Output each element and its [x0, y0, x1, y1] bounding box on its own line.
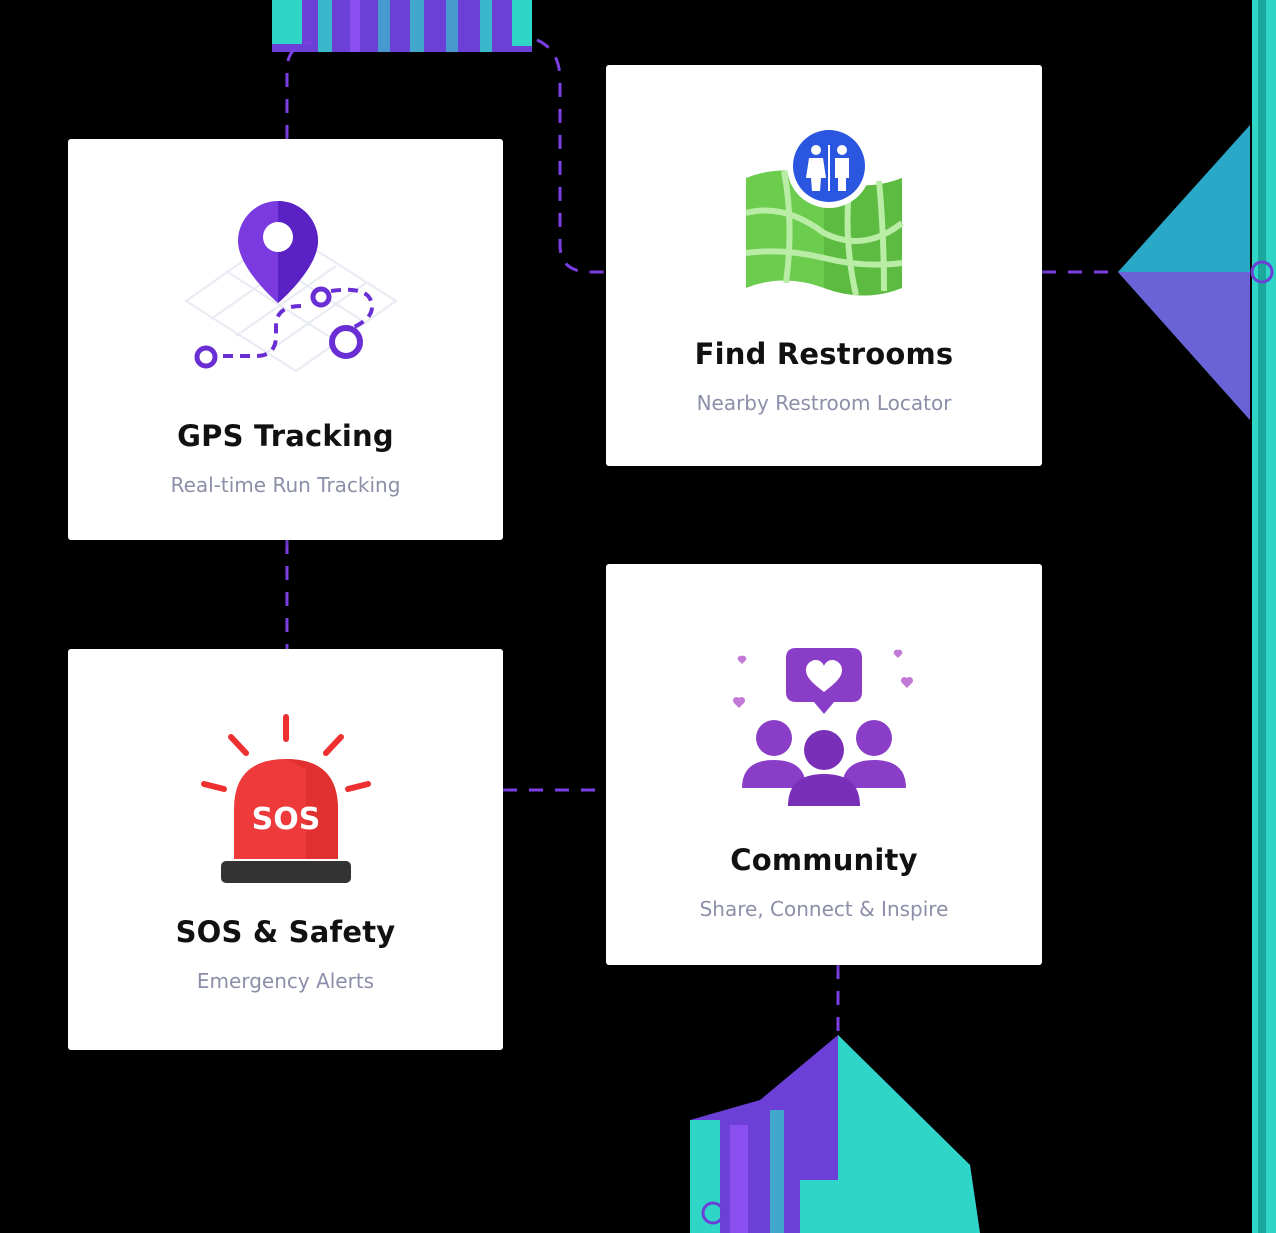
- card-subtitle: Emergency Alerts: [196, 969, 375, 993]
- dashed-connectors: [285, 38, 1118, 1035]
- feature-card-restrooms[interactable]: Find Restrooms Nearby Restroom Locator: [606, 65, 1042, 466]
- feature-card-gps[interactable]: GPS Tracking Real-time Run Tracking: [68, 139, 503, 540]
- card-title: SOS & Safety: [175, 915, 396, 949]
- connector-node: [1250, 260, 1274, 284]
- card-subtitle: Real-time Run Tracking: [170, 473, 401, 497]
- restroom-map-icon: [745, 124, 904, 296]
- right-glitch-decoration: [1118, 0, 1276, 1233]
- card-subtitle: Share, Connect & Inspire: [699, 897, 949, 921]
- card-title: GPS Tracking: [177, 419, 394, 453]
- sos-siren-icon: SOS: [200, 714, 371, 883]
- map-pin-route-icon: [183, 201, 398, 373]
- sos-icon-text: SOS: [251, 802, 320, 837]
- top-glitch-decoration: [272, 0, 532, 52]
- card-title: Community: [730, 843, 918, 877]
- bottom-glitch-decoration: [690, 1035, 980, 1233]
- card-subtitle: Nearby Restroom Locator: [696, 391, 952, 415]
- card-title: Find Restrooms: [694, 337, 954, 371]
- community-heart-icon: [732, 648, 914, 806]
- feature-card-sos[interactable]: SOS SOS & Safety Emergency Alerts: [68, 649, 503, 1050]
- feature-card-community[interactable]: Community Share, Connect & Inspire: [606, 564, 1042, 965]
